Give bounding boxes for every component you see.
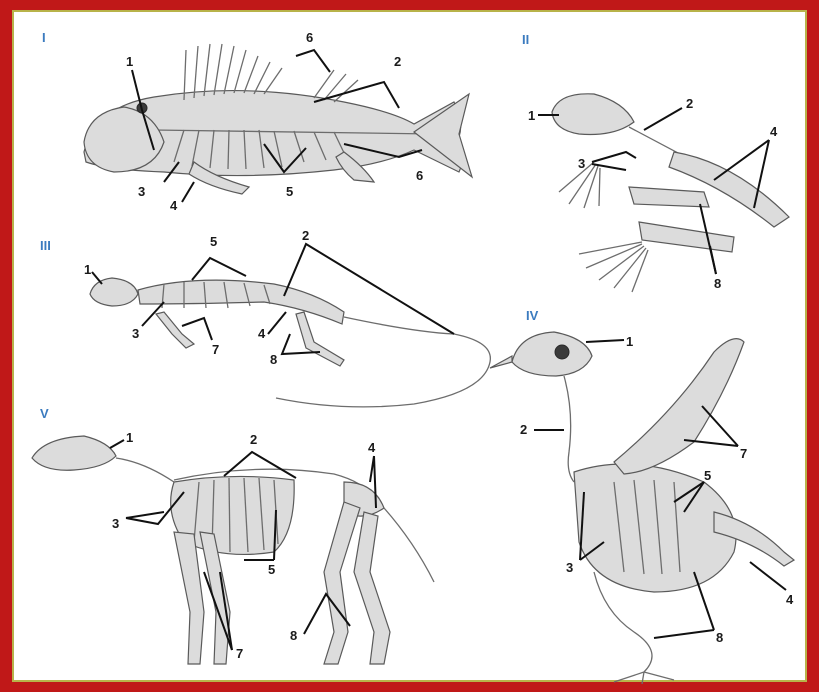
diagram-sheet: I <box>12 10 807 682</box>
mammal-label-3: 3 <box>112 516 119 531</box>
mammal-neck <box>116 458 174 482</box>
fish-label-1: 1 <box>126 54 133 69</box>
mammal-skull <box>32 436 116 470</box>
lizard-label-1: 1 <box>84 262 91 277</box>
lizard-skeleton: III <box>40 228 490 407</box>
mammal-label-5: 5 <box>268 562 275 577</box>
lizard-label-2: 2 <box>302 228 309 243</box>
frog-label-4: 4 <box>770 124 778 139</box>
mammal-hind-leg-2 <box>354 512 390 664</box>
bird-label-5: 5 <box>704 468 711 483</box>
mammal-tail <box>384 508 434 582</box>
fish-label-6-bottom: 6 <box>416 168 423 183</box>
fish-label-6-top: 6 <box>306 30 313 45</box>
bird-neck <box>564 376 574 482</box>
fish-skeleton: I <box>42 30 472 213</box>
lizard-label-4: 4 <box>258 326 266 341</box>
bird-eye-socket <box>555 345 569 359</box>
mammal-hind-leg-1 <box>324 502 360 664</box>
fish-label-2: 2 <box>394 54 401 69</box>
frog-femur <box>629 187 709 207</box>
mammal-label-7: 7 <box>236 646 243 661</box>
bird-foot <box>614 672 674 684</box>
lizard-label-7: 7 <box>212 342 219 357</box>
lizard-skull <box>90 278 138 306</box>
section-label-IV: IV <box>526 308 539 323</box>
section-label-V: V <box>40 406 49 421</box>
bird-label-4: 4 <box>786 592 794 607</box>
frog-skeleton: II <box>522 32 789 292</box>
lizard-foreleg <box>156 312 194 348</box>
bird-skeleton: IV <box>490 308 794 684</box>
fish-label-4: 4 <box>170 198 178 213</box>
bird-label-3: 3 <box>566 560 573 575</box>
section-label-I: I <box>42 30 46 45</box>
fish-label-3: 3 <box>138 184 145 199</box>
bird-wing <box>614 339 744 474</box>
mammal-label-1: 1 <box>126 430 133 445</box>
bird-label-1: 1 <box>626 334 633 349</box>
section-label-III: III <box>40 238 51 253</box>
bird-label-2: 2 <box>520 422 527 437</box>
mammal-label-8: 8 <box>290 628 297 643</box>
frog-label-8: 8 <box>714 276 721 291</box>
frog-pelvis <box>669 152 789 227</box>
mammal-front-leg-1 <box>174 532 204 664</box>
fish-label-5: 5 <box>286 184 293 199</box>
bird-ribcage <box>574 464 736 592</box>
bird-label-7: 7 <box>740 446 747 461</box>
frog-tibia <box>639 222 734 252</box>
section-label-II: II <box>522 32 529 47</box>
frog-label-3: 3 <box>578 156 585 171</box>
frog-label-1: 1 <box>528 108 535 123</box>
frog-skull <box>552 94 634 135</box>
lizard-label-8: 8 <box>270 352 277 367</box>
frog-label-2: 2 <box>686 96 693 111</box>
mammal-label-4: 4 <box>368 440 376 455</box>
mammal-label-2: 2 <box>250 432 257 447</box>
skeleton-diagram: I <box>14 12 809 684</box>
bird-skull <box>512 332 592 376</box>
frog-hind-foot <box>579 242 648 292</box>
lizard-label-5: 5 <box>210 234 217 249</box>
bird-beak <box>490 356 512 368</box>
mammal-skeleton: V <box>32 406 434 664</box>
lizard-label-3: 3 <box>132 326 139 341</box>
bird-label-8: 8 <box>716 630 723 645</box>
